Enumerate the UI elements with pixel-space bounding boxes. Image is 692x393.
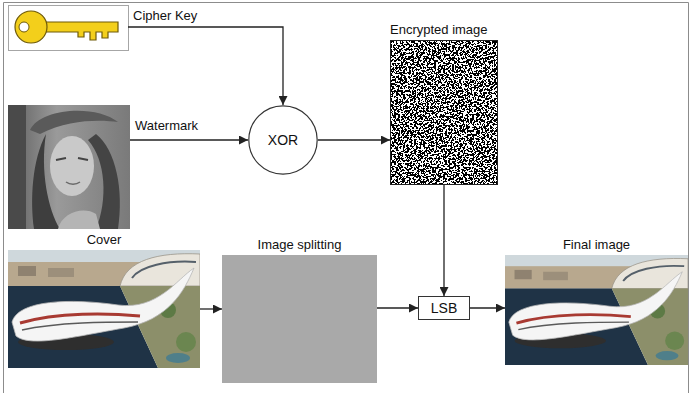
flow-arrow [130,139,248,140]
image-caption: Image splitting [258,237,342,252]
encrypted-box: Encrypted image [390,40,498,185]
portrait-ground [8,105,130,229]
key-box: Cipher Key [8,5,128,50]
encrypted-frame [391,41,498,185]
final-photo [505,255,688,365]
key-blade [44,22,118,40]
xor-outline-circle [249,106,317,174]
portrait-eyes [56,158,88,160]
splitting-box: Image splitting [222,255,377,383]
flow-arrow [128,27,283,105]
flow-arrow [377,307,418,308]
watermark-picture [8,105,130,229]
flow-arrow [443,185,444,296]
image-caption: Final image [563,237,630,252]
portrait-hat [30,111,118,134]
encrypted-noise [390,40,498,185]
key-frame [9,6,129,51]
watermark-box: Watermark [8,105,130,229]
flow-arrow [318,139,390,140]
key-hole [19,22,29,32]
flow-arrow [200,308,222,309]
operator-label: LSB [431,300,457,316]
figure-frame [4,3,689,393]
image-caption: Cipher Key [133,8,197,23]
flow-arrow [470,307,505,308]
portrait-face [50,136,94,196]
cover-box: Cover [8,250,200,368]
image-caption: Cover [87,232,122,247]
split-tiles [222,255,377,383]
split-ground [222,255,377,383]
portrait-shoulder [58,210,100,229]
portrait-mouth [66,182,80,184]
key-head [15,11,47,43]
image-caption: Watermark [135,118,198,133]
portrait-edge [8,105,26,229]
lsb-box: LSB [418,296,470,320]
cover-photo [8,250,200,368]
key-icon [9,6,129,51]
xor-circle: XOR [248,105,318,175]
operator-label: XOR [268,132,298,148]
final-box: Final image [505,255,688,365]
image-caption: Encrypted image [390,22,488,37]
